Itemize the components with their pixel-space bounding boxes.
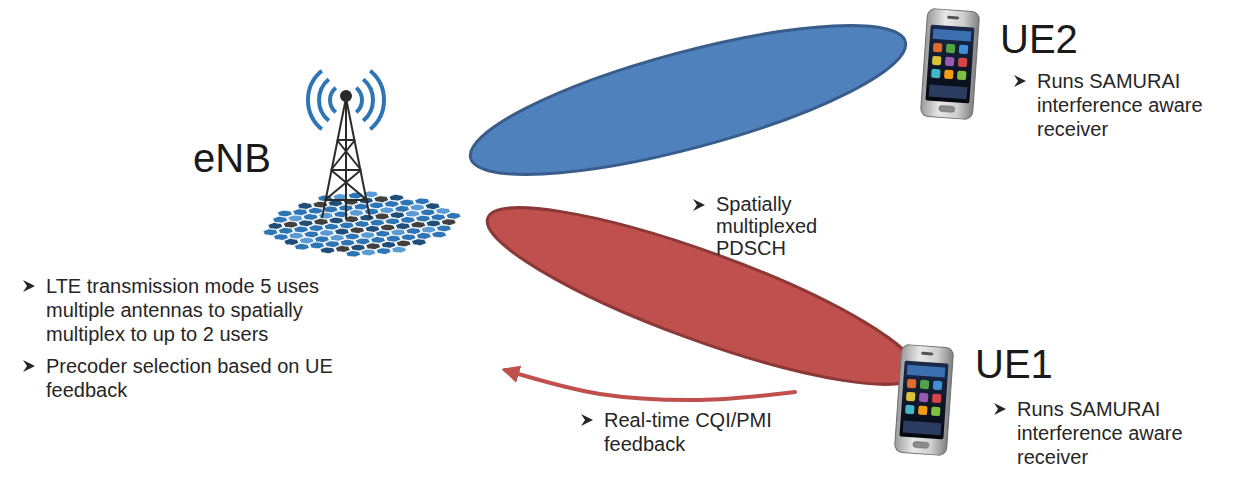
- feedback-arrow: [505, 370, 795, 400]
- node-text: UE1: [975, 342, 1053, 386]
- phone-icon: [894, 344, 953, 455]
- station-group: UE1Runs SAMURAI interference aware recei…: [795, 340, 1255, 488]
- beam-ellipse: [473, 177, 932, 416]
- node-note: Runs SAMURAI interference aware receiver: [993, 397, 1197, 469]
- note-text: Precoder selection based on UE feedback: [46, 355, 333, 401]
- bullet-marker: [22, 279, 36, 293]
- node-note: Runs SAMURAI interference aware receiver: [1013, 69, 1217, 141]
- edge-label: Real-time CQI/PMI feedback: [580, 408, 834, 456]
- node-text: UE2: [1000, 17, 1078, 61]
- note-text: LTE transmission mode 5 uses multiple an…: [46, 275, 319, 345]
- note-label: LTE transmission mode 5 uses multiple an…: [22, 274, 376, 346]
- node-text: Runs SAMURAI interference aware receiver: [1037, 70, 1203, 140]
- bullet-marker: [692, 198, 706, 212]
- bullet-marker: [1013, 74, 1027, 88]
- radio-waves: [308, 71, 384, 130]
- edge-text: Real-time CQI/PMI feedback: [604, 409, 772, 455]
- node-text: Runs SAMURAI interference aware receiver: [1017, 398, 1183, 468]
- note-text: Spatially multiplexed PDSCH: [716, 193, 817, 259]
- station-group: UE2Runs SAMURAI interference aware recei…: [915, 5, 1255, 150]
- beam-ellipse: [458, 0, 918, 205]
- bullet-marker: [993, 402, 1007, 416]
- note-label: Spatially multiplexed PDSCH: [692, 193, 876, 259]
- node-heading: eNB: [193, 136, 271, 180]
- bullet-marker: [22, 359, 36, 373]
- node-heading: UE1: [975, 342, 1053, 386]
- bullet-marker: [580, 413, 594, 427]
- node-heading: UE2: [1000, 17, 1078, 61]
- phone-icon: [920, 8, 979, 119]
- antenna-tower: [322, 91, 370, 218]
- node-text: eNB: [193, 136, 271, 180]
- note-label: Precoder selection based on UE feedback: [22, 354, 376, 402]
